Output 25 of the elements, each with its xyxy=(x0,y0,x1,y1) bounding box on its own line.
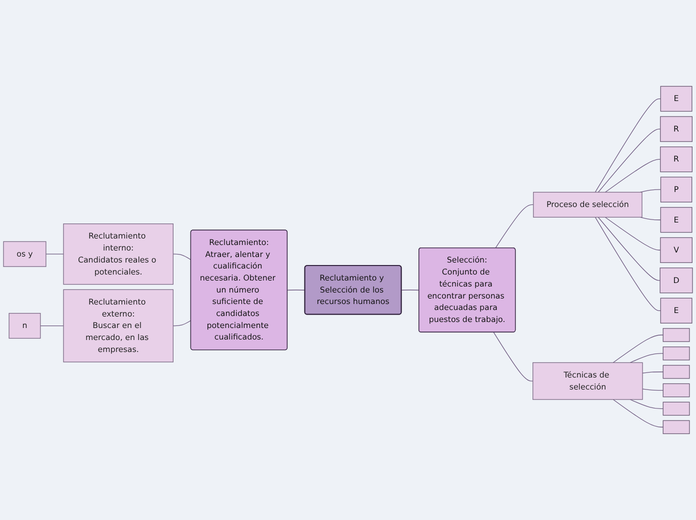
node-box xyxy=(662,383,690,398)
connector xyxy=(640,189,662,193)
node-box xyxy=(662,328,690,342)
connector xyxy=(598,128,661,193)
connector xyxy=(640,216,661,220)
connector xyxy=(172,320,192,326)
connector xyxy=(630,399,664,410)
connector xyxy=(495,204,534,248)
connector xyxy=(172,254,192,260)
node-box xyxy=(662,402,690,416)
connector xyxy=(642,388,664,391)
node-box xyxy=(662,364,690,379)
connector xyxy=(604,159,661,193)
connector xyxy=(40,325,64,326)
connector xyxy=(594,98,661,193)
connector xyxy=(612,334,664,363)
connector xyxy=(604,216,661,250)
connector xyxy=(493,332,534,382)
connector xyxy=(630,353,664,363)
connector xyxy=(598,216,660,281)
connector xyxy=(642,372,664,374)
connector xyxy=(612,399,664,428)
node-box xyxy=(662,420,690,434)
node-box xyxy=(662,346,690,360)
connector xyxy=(594,216,661,311)
